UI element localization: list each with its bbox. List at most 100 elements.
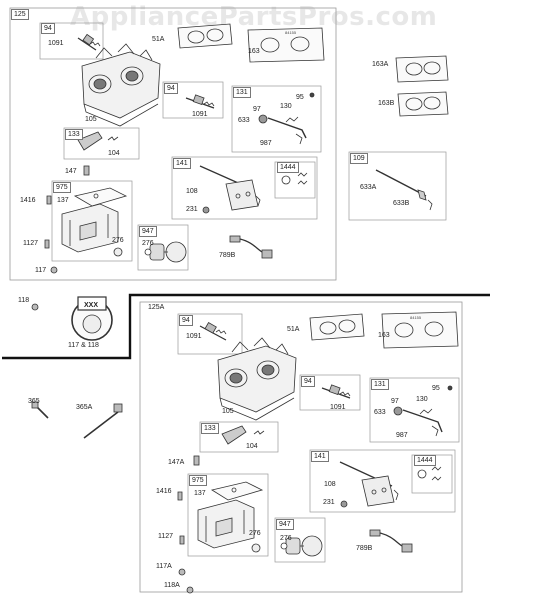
gasket-text-lower: 84155 bbox=[410, 315, 422, 320]
linkage-141-upper bbox=[199, 165, 308, 214]
group-tag-125a: 125A bbox=[146, 303, 167, 312]
group-tag-133: 133 bbox=[65, 129, 83, 140]
harness-789b-lower bbox=[369, 529, 413, 553]
box-94b-lower bbox=[299, 374, 361, 411]
box-141-upper bbox=[171, 156, 318, 220]
label-147a-lower: 147A bbox=[168, 459, 185, 466]
group-tag-141: 141 bbox=[173, 158, 191, 169]
label-108: 108 bbox=[186, 188, 198, 195]
gasket-163a bbox=[395, 55, 449, 83]
label-276: 276 bbox=[112, 237, 124, 244]
group-tag-1444-lower: 1444 bbox=[414, 455, 436, 466]
group-tag-94b-lower: 94 bbox=[301, 376, 315, 387]
fitting-147a-lower bbox=[193, 455, 200, 466]
group-tag-94-lower: 94 bbox=[179, 315, 193, 326]
box-975-upper bbox=[51, 180, 133, 262]
label-117a-lower: 117A bbox=[156, 563, 172, 570]
label-1091b-lower: 1091 bbox=[330, 404, 346, 411]
label-1091-lower: 1091 bbox=[186, 333, 202, 340]
label-365a: 365A bbox=[76, 404, 93, 411]
box-141-lower bbox=[309, 449, 456, 513]
gasket-51a-lower bbox=[309, 313, 365, 341]
group-tag-131: 131 bbox=[233, 87, 251, 98]
label-1127: 1127 bbox=[23, 240, 39, 247]
label-1091: 1091 bbox=[48, 40, 64, 47]
label-789b: 789B bbox=[219, 252, 236, 259]
group-tag-125: 125 bbox=[11, 9, 29, 20]
label-95-lower: 95 bbox=[432, 385, 440, 392]
float-bowl-lower bbox=[197, 481, 264, 549]
bolt-365 bbox=[31, 401, 49, 419]
main-jet-lower bbox=[321, 384, 351, 399]
label-276b: 276 bbox=[142, 240, 154, 247]
label-231: 231 bbox=[186, 206, 198, 213]
label-1127-lower: 1127 bbox=[158, 533, 174, 540]
label-231-lower: 231 bbox=[323, 499, 335, 506]
float-bowl-upper bbox=[61, 187, 128, 253]
box-975-lower bbox=[187, 473, 269, 557]
label-108-lower: 108 bbox=[324, 481, 336, 488]
label-633a: 633A bbox=[360, 184, 377, 191]
group-tag-947-lower: 947 bbox=[276, 519, 294, 530]
label-276-lower: 276 bbox=[249, 530, 261, 537]
box-94-upper bbox=[39, 22, 104, 60]
stamp-text: XXX bbox=[84, 302, 98, 309]
label-163: 163 bbox=[248, 48, 260, 55]
group-tag-975-lower: 975 bbox=[189, 475, 207, 486]
label-276b-lower: 276 bbox=[280, 535, 292, 542]
group-tag-1444: 1444 bbox=[277, 162, 299, 173]
group-tag-947: 947 bbox=[139, 226, 157, 237]
box-947-upper bbox=[137, 224, 189, 271]
gasket-163-lower bbox=[381, 311, 459, 349]
label-118a-lower: 118A bbox=[164, 582, 180, 589]
choke-lever-lower bbox=[221, 425, 265, 445]
idle-jet-lower bbox=[199, 321, 227, 341]
plug-assembly-117-118 bbox=[71, 296, 113, 341]
label-95: 95 bbox=[296, 94, 304, 101]
label-117: 117 bbox=[35, 267, 47, 274]
gasket-163b bbox=[397, 91, 449, 117]
box-947-lower bbox=[274, 517, 326, 563]
carburetor-body-upper bbox=[81, 43, 161, 127]
label-117-and-118: 117 & 118 bbox=[68, 342, 99, 349]
label-789b-lower: 789B bbox=[356, 545, 373, 552]
gasket-163-upper bbox=[247, 27, 325, 63]
upper-frame bbox=[9, 7, 337, 281]
throttle-shaft-lower bbox=[393, 385, 453, 437]
label-163a: 163A bbox=[372, 61, 389, 68]
label-633: 633 bbox=[238, 117, 250, 124]
label-987-lower: 987 bbox=[396, 432, 408, 439]
label-130-lower: 130 bbox=[416, 396, 428, 403]
shaft-109 bbox=[375, 169, 433, 211]
label-1416: 1416 bbox=[20, 197, 36, 204]
group-tag-141-lower: 141 bbox=[311, 451, 329, 462]
box-133-lower bbox=[199, 421, 279, 453]
label-633b: 633B bbox=[393, 200, 410, 207]
main-jet-upper bbox=[185, 94, 215, 109]
solenoid-upper bbox=[144, 241, 187, 263]
label-137: 137 bbox=[57, 197, 69, 204]
label-97-lower: 97 bbox=[391, 398, 399, 405]
group-tag-109: 109 bbox=[350, 153, 368, 164]
choke-lever-upper bbox=[77, 131, 119, 151]
label-365: 365 bbox=[28, 398, 40, 405]
section-divider bbox=[2, 293, 490, 360]
throttle-shaft-upper bbox=[258, 92, 315, 145]
group-tag-94: 94 bbox=[41, 23, 55, 34]
solenoid-lower bbox=[280, 535, 323, 557]
group-tag-94b: 94 bbox=[164, 83, 178, 94]
label-163b: 163B bbox=[378, 100, 395, 107]
harness-789b-upper bbox=[229, 235, 273, 259]
label-51a-lower: 51A bbox=[287, 326, 300, 333]
label-51a: 51A bbox=[152, 36, 165, 43]
label-118: 118 bbox=[18, 297, 30, 304]
gasket-51a-upper bbox=[177, 23, 233, 49]
box-131-lower bbox=[369, 377, 460, 443]
label-1416-lower: 1416 bbox=[156, 488, 172, 495]
label-137-lower: 137 bbox=[194, 490, 206, 497]
label-105: 105 bbox=[85, 116, 97, 123]
watermark: AppliancePartsPros.com bbox=[70, 2, 438, 32]
lower-frame bbox=[139, 301, 463, 593]
group-tag-131-lower: 131 bbox=[371, 379, 389, 390]
label-130: 130 bbox=[280, 103, 292, 110]
